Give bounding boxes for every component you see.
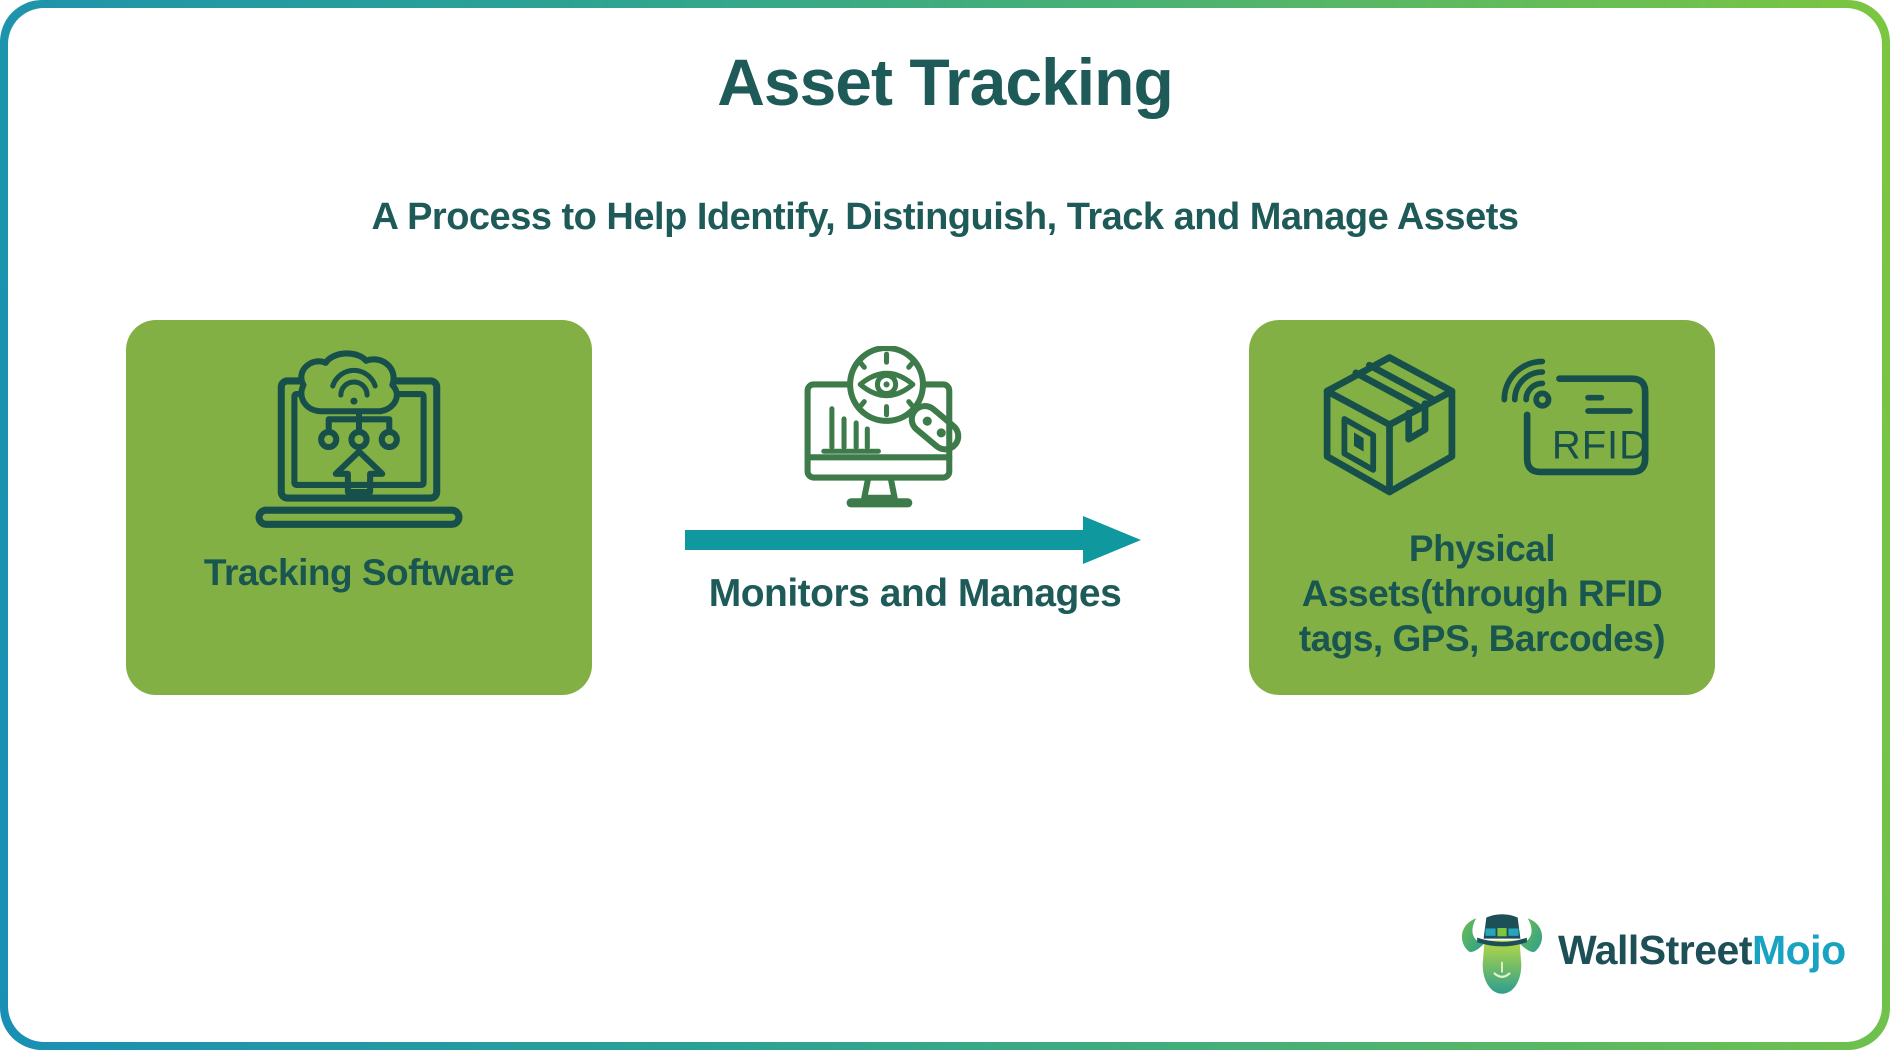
asset-icons-row: RFID bbox=[1306, 346, 1658, 514]
physical-assets-label-line2: Assets(through RFID bbox=[1301, 573, 1663, 615]
wallstreetmojo-logo: WallStreetMojo bbox=[1456, 910, 1846, 1004]
page-title: Asset Tracking bbox=[717, 45, 1174, 119]
package-qr-icon bbox=[1323, 354, 1456, 496]
rfid-text: RFID bbox=[1552, 424, 1649, 468]
laptop-cloud-upload-icon bbox=[255, 350, 463, 528]
tracking-software-card: Tracking Software bbox=[126, 320, 592, 695]
physical-assets-label: Physical Assets(through RFID tags, GPS, … bbox=[1298, 526, 1666, 661]
tracking-software-label: Tracking Software bbox=[203, 552, 515, 593]
rfid-tag-icon: RFID bbox=[1501, 358, 1649, 476]
physical-assets-label-line3: tags, GPS, Barcodes) bbox=[1298, 618, 1666, 660]
logo-wordmark-primary: WallStreet bbox=[1558, 926, 1752, 973]
physical-assets-card: RFID Physical Assets(through RFID tags, … bbox=[1249, 320, 1715, 695]
monitor-analytics-magnifier-eye-icon bbox=[804, 346, 962, 508]
physical-assets-label-line1: Physical bbox=[1408, 528, 1556, 569]
right-arrow bbox=[685, 516, 1141, 564]
monitors-and-manages-label: Monitors and Manages bbox=[708, 572, 1122, 615]
page-subtitle: A Process to Help Identify, Distinguish,… bbox=[371, 196, 1519, 238]
bull-mascot-icon bbox=[1461, 914, 1543, 994]
logo-wordmark-secondary: Mojo bbox=[1751, 926, 1846, 973]
logo-wordmark: WallStreetMojo bbox=[1558, 927, 1846, 974]
